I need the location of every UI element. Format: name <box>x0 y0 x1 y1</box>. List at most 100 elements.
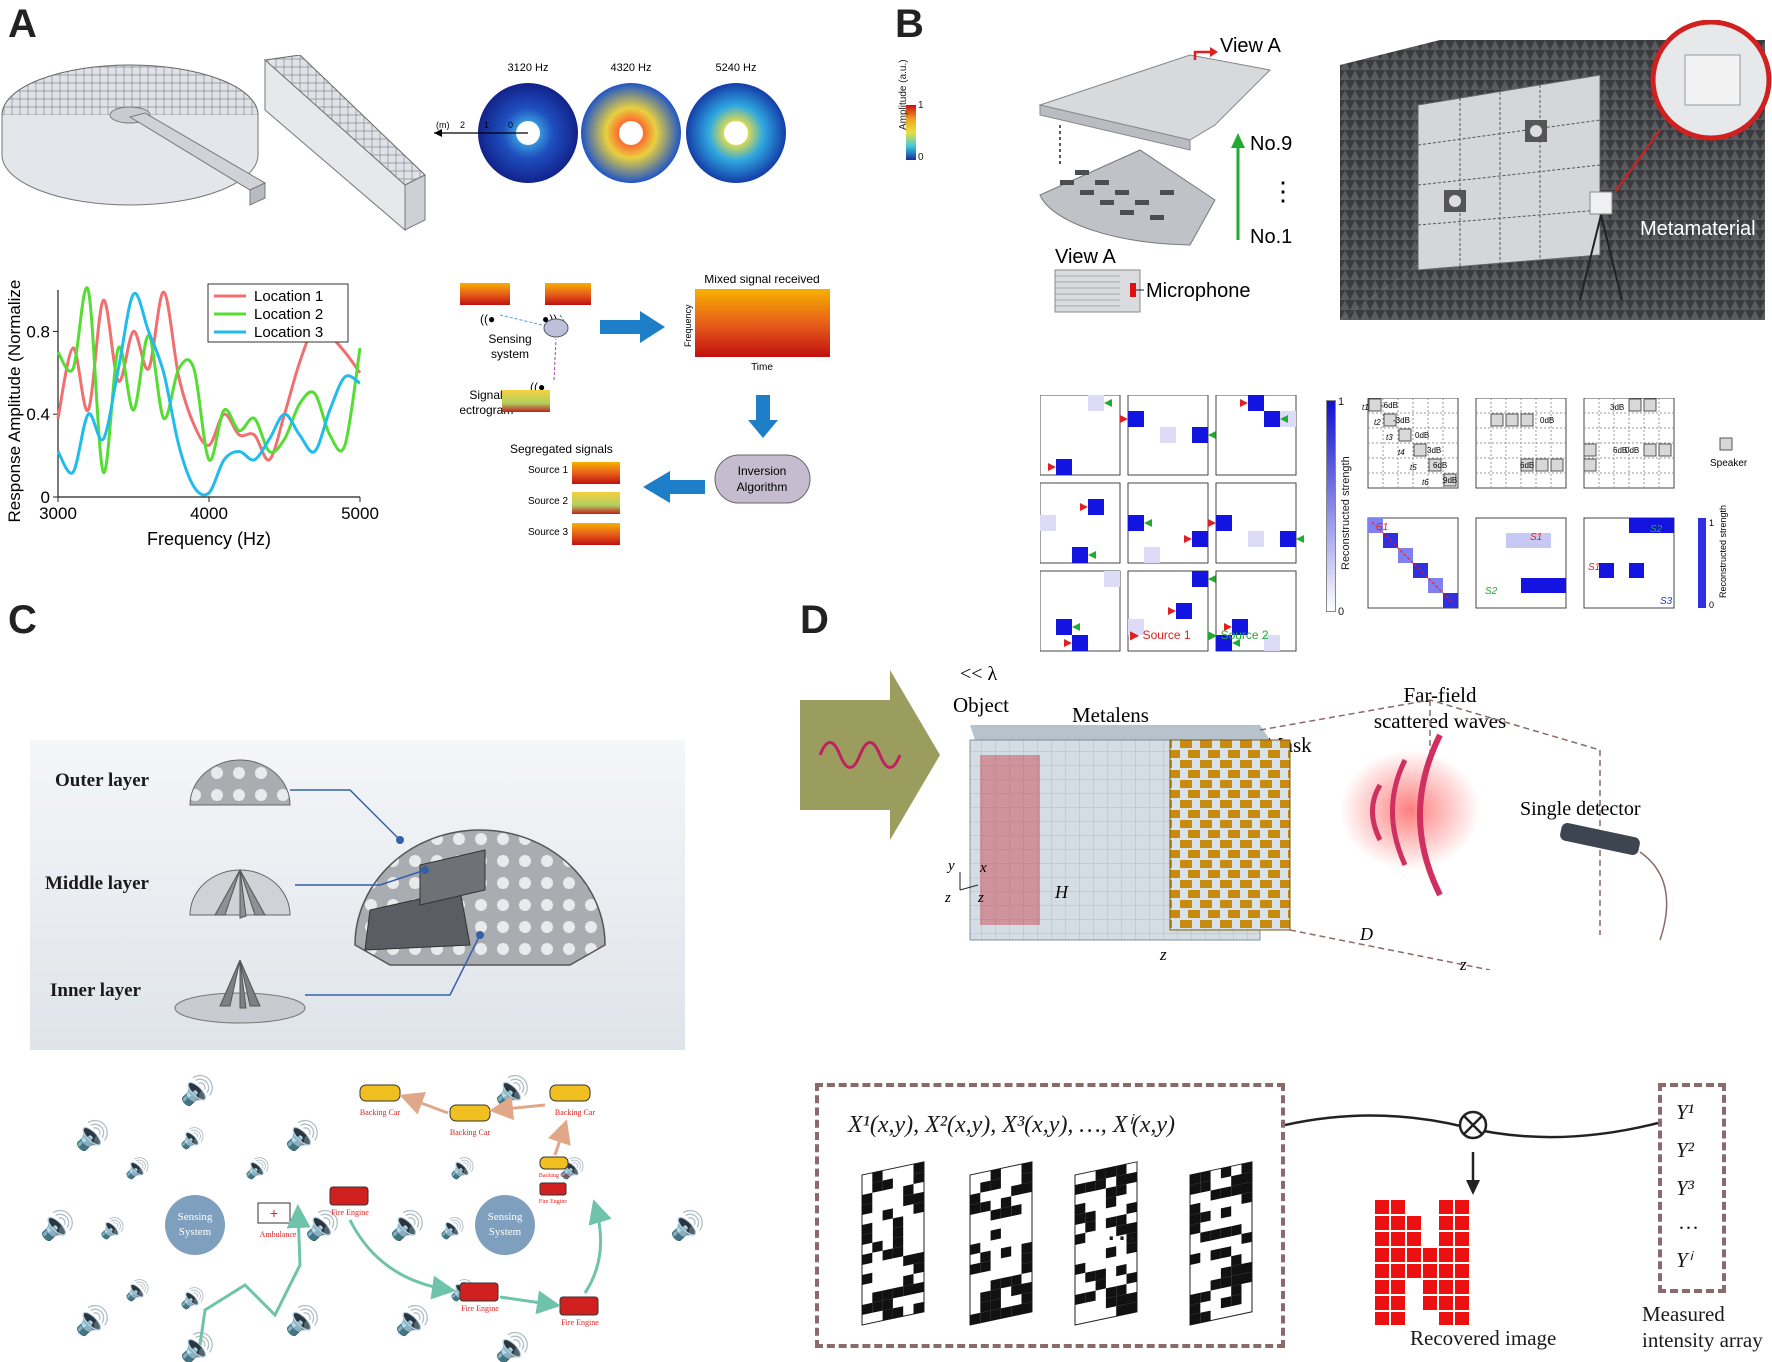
panel-c-scenes: 🔊 🔊 🔊 🔊 🔊 🔊 🔊 🔊 🔊 🔊 🔊 🔊 🔊 🔊 Sensing Syst… <box>40 1073 705 1362</box>
d-mask-cell <box>1116 1174 1127 1187</box>
b-recon-marker-s2 <box>1144 519 1152 527</box>
flow-inversion-2: Algorithm <box>737 480 788 494</box>
d-recovered-pixel <box>1439 1248 1453 1262</box>
d-recovered-image <box>1375 1152 1480 1325</box>
b-no1: No.1 <box>1250 226 1292 248</box>
b-no9: No.9 <box>1250 133 1292 155</box>
b-recon-marker-s1 <box>1168 607 1176 615</box>
d-mask-cell <box>1075 1262 1086 1275</box>
b-recon-marker-s1 <box>1064 639 1072 647</box>
svg-text:🔊: 🔊 <box>75 1118 110 1152</box>
b-db-label: 9dB <box>1443 476 1457 485</box>
d-mask-cell <box>1085 1220 1096 1233</box>
d-measured-1: Measured <box>1642 1302 1725 1326</box>
d-mask-cell <box>1220 1276 1232 1289</box>
svg-text:🔊: 🔊 <box>180 1126 205 1150</box>
panel-a-polar-maps: 3120 Hz 4320 Hz 5240 Hz (m) 2 1 0 <box>434 62 786 183</box>
b-view-a-top: View A <box>1220 35 1281 57</box>
b-view-a-bottom: View A <box>1055 246 1116 268</box>
panel-a-disk-illustration <box>1 55 426 232</box>
b-legend-source1: ▶ Source 1 <box>1130 628 1191 642</box>
d-mask-cell <box>1231 1284 1242 1297</box>
panel-a-colorbar-min: 0 <box>918 152 924 163</box>
d-mask-cell <box>1021 1301 1032 1315</box>
d-y1: Y¹ <box>1676 1100 1694 1124</box>
d-recovered-pixel <box>1439 1280 1453 1294</box>
svg-text:🔊: 🔊 <box>40 1208 75 1242</box>
d-mask-cell <box>1210 1188 1221 1201</box>
c-backing-car-2: Backing Car <box>450 1128 491 1137</box>
d-mask-cell <box>1241 1191 1252 1205</box>
b-recon-max: 1 <box>1338 396 1345 408</box>
d-mask-cell <box>1231 1274 1242 1287</box>
b-recon-hit <box>1192 531 1208 547</box>
d-metalens: Metalens <box>1072 703 1149 727</box>
b-recon-faint <box>1248 531 1264 547</box>
b-recon2-hit <box>1629 518 1674 533</box>
d-mask-cell <box>1105 1296 1117 1309</box>
b-recon-faint <box>1264 635 1280 651</box>
flow-inversion-1: Inversion <box>738 464 787 478</box>
panel-b-speaker-grids: -6dB-3dB0dB3dB6dB9dB0dB6dB3dB0dB6dBt1t2t… <box>1362 398 1748 610</box>
b-metamaterial: Metamaterial <box>1640 218 1756 240</box>
d-mask-cell <box>1210 1278 1221 1291</box>
d-mask-cell <box>1220 1246 1232 1259</box>
b-recon-hit <box>1216 515 1232 531</box>
d-mask-cell <box>990 1168 1001 1181</box>
d-mask-pattern <box>1189 1161 1253 1326</box>
c-fire-engine-2: Fire Engine <box>461 1304 499 1313</box>
d-mask-cell <box>1190 1302 1201 1315</box>
d-recovered-pixel <box>1455 1248 1469 1262</box>
d-recovered-pixel <box>1439 1312 1453 1325</box>
c-sensing-system-r2: System <box>489 1226 522 1238</box>
flow-segregated: Segregated signals <box>510 442 613 456</box>
panel-letter-c: C <box>8 598 37 642</box>
chart-series-line-1 <box>56 290 362 462</box>
d-mask-cell <box>1231 1254 1242 1267</box>
flow-source-1: Source 1 <box>528 465 568 476</box>
svg-text:🔊: 🔊 <box>180 1330 215 1362</box>
svg-text:🔊: 🔊 <box>495 1330 530 1362</box>
d-mask-cell <box>1105 1286 1117 1299</box>
d-mask-cell <box>1085 1180 1096 1193</box>
d-mask-cell <box>892 1226 904 1239</box>
d-mask-cell <box>1241 1231 1252 1245</box>
d-mask-cell <box>1105 1196 1117 1209</box>
svg-text:🔊: 🔊 <box>75 1303 110 1337</box>
d-mask-cell <box>1231 1174 1242 1187</box>
d-recovered-pixel <box>1455 1264 1469 1278</box>
c-fire-engine-4: Fire Engine <box>539 1199 567 1205</box>
d-mask-cell <box>1075 1232 1086 1245</box>
d-mask-cell <box>1116 1264 1127 1277</box>
d-recovered-pixel <box>1423 1280 1437 1294</box>
panel-a-colorbar-label: Amplitude (a.u.) <box>898 59 909 130</box>
d-mask-cell <box>1231 1224 1242 1237</box>
polar-freq-2: 4320 Hz <box>611 62 652 74</box>
d-mask-cell <box>862 1222 873 1235</box>
b-db-label: 0dB <box>1625 446 1639 455</box>
d-mask-cell <box>913 1301 924 1315</box>
d-mask-cell <box>1220 1206 1232 1219</box>
d-mask-cell <box>1241 1271 1252 1285</box>
b-recon-marker-s2 <box>1208 575 1216 583</box>
b-recon-hit <box>1128 515 1144 531</box>
b-s-label: S2 <box>1650 524 1663 535</box>
svg-text:🔊: 🔊 <box>390 1208 425 1242</box>
b-recon-marker-s2 <box>1208 431 1216 439</box>
d-y3: Y³ <box>1676 1176 1694 1200</box>
d-mask-cell <box>990 1178 1001 1191</box>
b-db-label: 3dB <box>1427 446 1441 455</box>
d-recovered-pixel <box>1455 1280 1469 1294</box>
b-recon-min: 0 <box>1338 606 1345 618</box>
d-recovered-pixel <box>1439 1232 1453 1246</box>
d-mask-cell <box>1116 1304 1127 1317</box>
d-recovered-pixel <box>1423 1264 1437 1278</box>
b-db-label: 6dB <box>1520 461 1534 470</box>
b-speaker <box>1398 428 1412 442</box>
d-mask-cell <box>1021 1251 1032 1265</box>
b-db-label: 0dB <box>1415 431 1429 440</box>
chart-x-tick-label: 4000 <box>190 504 228 523</box>
d-measured-box <box>1658 1083 1726 1293</box>
d-zi: z <box>1459 955 1467 970</box>
d-mask-cell <box>1126 1171 1137 1185</box>
